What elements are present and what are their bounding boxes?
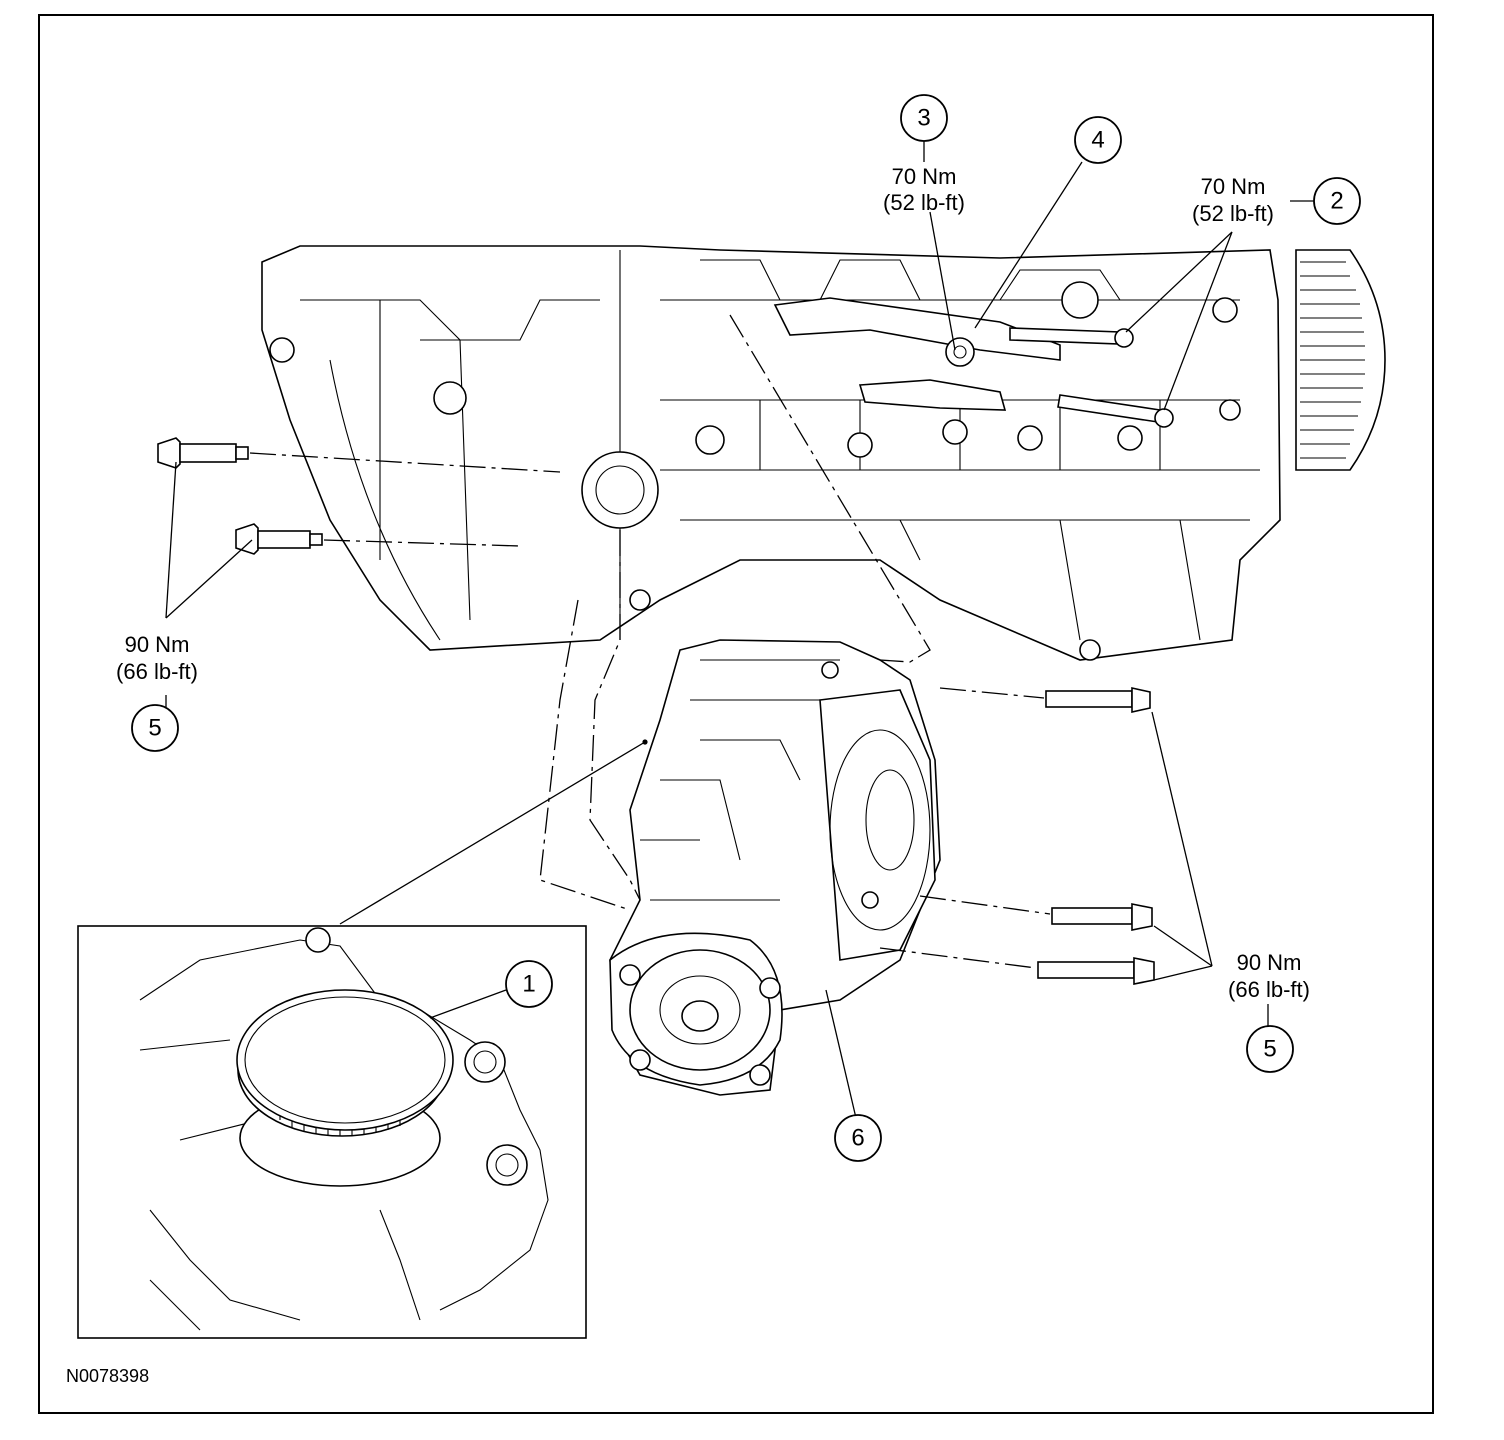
callout-5-left: 5 (131, 704, 179, 752)
svg-text:1: 1 (522, 971, 535, 998)
svg-text:(66 lb-ft): (66 lb-ft) (1228, 977, 1310, 1002)
svg-text:2: 2 (1330, 188, 1343, 215)
svg-text:4: 4 (1091, 127, 1104, 154)
callout-4: 4 (1074, 116, 1122, 164)
crankshaft-pulley (1295, 249, 1386, 471)
svg-text:5: 5 (1263, 1036, 1276, 1063)
callout-3: 3 (900, 94, 948, 142)
svg-text:90 Nm: 90 Nm (125, 632, 190, 657)
detail-inset (77, 925, 587, 1339)
svg-text:5: 5 (148, 715, 161, 742)
torque-spec-item-5-left: 90 Nm (66 lb-ft) (116, 632, 198, 684)
callout-5-right: 5 (1246, 1025, 1294, 1073)
svg-text:(52 lb-ft): (52 lb-ft) (883, 190, 965, 215)
leader-lines (165, 136, 1314, 1119)
torque-spec-item-2: 70 Nm (52 lb-ft) (1192, 174, 1274, 226)
transfer-case (609, 639, 941, 1096)
callout-2: 2 (1313, 177, 1361, 225)
right-mounting-bolts (879, 687, 1155, 985)
alignment-line-front (729, 314, 931, 663)
alignment-line-rear-outer (589, 530, 641, 901)
svg-text:(66 lb-ft): (66 lb-ft) (116, 659, 198, 684)
svg-text:90 Nm: 90 Nm (1237, 950, 1302, 975)
torque-spec-item-5-right: 90 Nm (66 lb-ft) (1228, 950, 1310, 1002)
svg-text:3: 3 (917, 105, 930, 132)
svg-text:70 Nm: 70 Nm (892, 164, 957, 189)
figure-id: N0078398 (66, 1366, 149, 1386)
engine-assembly (261, 245, 1281, 661)
callout-6: 6 (834, 1114, 882, 1162)
callout-1: 1 (505, 960, 553, 1008)
svg-text:70 Nm: 70 Nm (1201, 174, 1266, 199)
left-mounting-bolts (157, 437, 561, 555)
svg-text:6: 6 (851, 1125, 864, 1152)
alignment-line-rear-inner (539, 599, 631, 911)
figure-frame (38, 14, 1434, 1414)
torque-spec-item-3: 70 Nm (52 lb-ft) (883, 164, 965, 215)
svg-text:(52 lb-ft): (52 lb-ft) (1192, 201, 1274, 226)
